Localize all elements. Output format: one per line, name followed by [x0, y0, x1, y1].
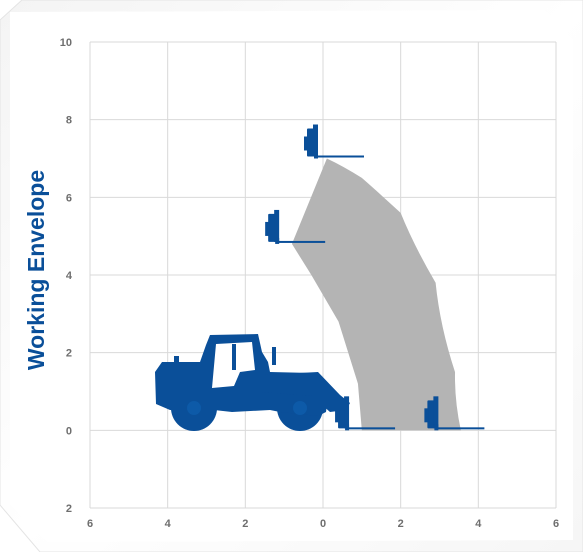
fork-carriage-icon [424, 396, 485, 431]
fork-carriage-icon [304, 124, 364, 159]
telehandler-icon [155, 334, 350, 431]
x-tick-label: 6 [553, 518, 559, 530]
plot-panel [10, 10, 573, 542]
y-tick-label: 2 [66, 503, 72, 515]
x-tick-label: 2 [242, 518, 248, 530]
x-tick-label: 4 [475, 518, 482, 530]
y-tick-label: 8 [66, 115, 72, 127]
working-envelope-area [291, 158, 461, 431]
fork-positions [265, 124, 485, 431]
x-tick-label: 0 [320, 518, 326, 530]
y-tick-label: 2 [66, 348, 72, 360]
x-tick-label: 6 [87, 518, 93, 530]
y-tick-label: 6 [66, 192, 72, 204]
fork-carriage-icon [265, 209, 326, 244]
y-tick-label: 0 [66, 425, 72, 437]
envelope-area [291, 158, 461, 431]
x-tick-label: 2 [398, 518, 404, 530]
y-tick-label: 10 [60, 37, 72, 49]
x-tick-label: 4 [165, 518, 172, 530]
y-axis-title: Working Envelope [23, 170, 49, 370]
y-tick-label: 4 [66, 270, 73, 282]
axis-ticks: 10 8 6 4 2 0 2 6 4 2 0 2 4 6 [60, 37, 559, 530]
